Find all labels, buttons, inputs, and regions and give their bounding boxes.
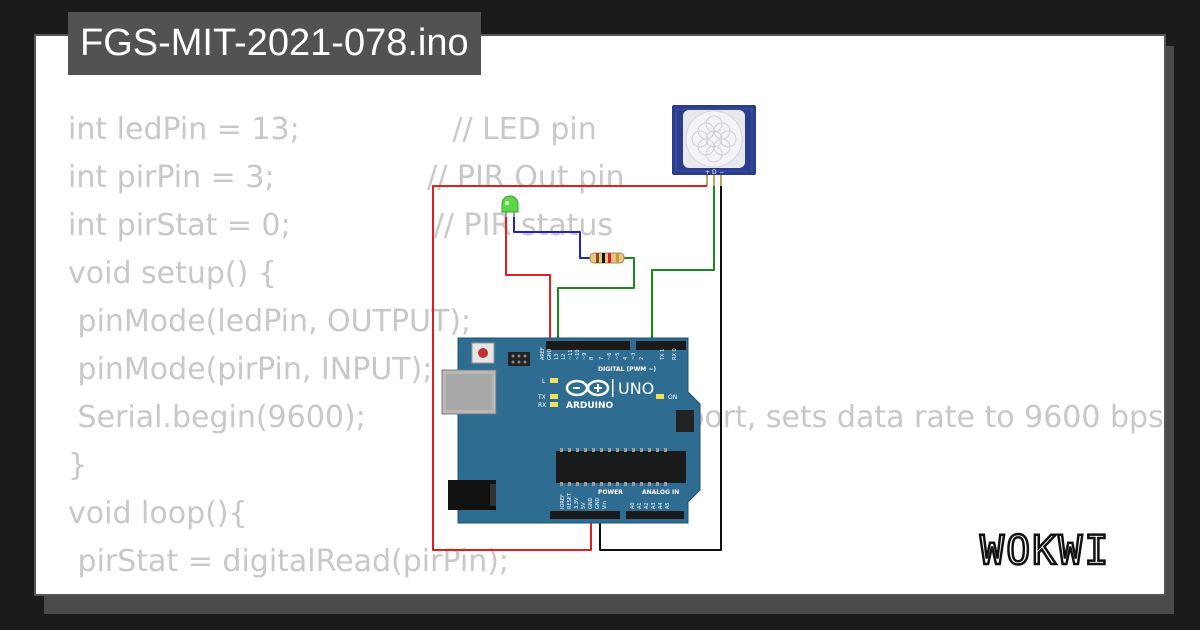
resistor[interactable] (589, 252, 625, 264)
pin-label: 7 (599, 357, 605, 360)
pin-label: 3.3V (574, 497, 580, 509)
led-rx-label: RX (538, 402, 546, 409)
code-line: pinMode(pirPin, INPUT); (68, 352, 433, 387)
pin-label: A3 (651, 502, 657, 509)
wire-blue (513, 215, 592, 259)
code-preview: int ledPin = 13; // LED pin int pirPin =… (68, 106, 1164, 594)
pin-label: ~6 (607, 353, 613, 360)
pin-label: ~10 (575, 349, 581, 360)
pin-label: GND (547, 348, 553, 360)
wokwi-logo: WOKWI (979, 527, 1110, 576)
pin-label: TX 1 (660, 349, 666, 361)
led-tx-label: TX (537, 394, 546, 401)
pin-label: GND (588, 497, 594, 509)
wire-green-pir (651, 186, 715, 342)
pin-label: ~3 (631, 353, 637, 360)
model-label: UNO (618, 379, 654, 398)
pin-label: 5V (581, 502, 587, 509)
code-line: int ledPin = 13; // LED pin (68, 112, 597, 147)
wire-red-5v (432, 185, 707, 551)
atmega-chip (556, 451, 686, 483)
wires (432, 185, 722, 551)
pin-label: RX 0 (672, 348, 678, 360)
wire-green-led (557, 257, 635, 342)
code-line: void loop(){ (68, 496, 248, 531)
pir-sensor[interactable]: + D − (672, 105, 756, 186)
wire-red-led (505, 215, 551, 342)
brand-label: ARDUINO (566, 401, 614, 411)
pin-label: ~5 (615, 353, 621, 360)
pir-pin-label: − (719, 169, 724, 176)
reset-button-cap[interactable] (478, 348, 488, 358)
pin-label: 8 (589, 357, 595, 360)
project-card[interactable]: int ledPin = 13; // LED pin int pirPin =… (34, 34, 1166, 596)
pir-pin-label: D (712, 169, 717, 176)
code-line: pinMode(ledPin, OUTPUT); (68, 304, 472, 339)
pin-label: Vin (602, 501, 608, 509)
pin-label: A2 (644, 502, 650, 509)
wire-black-gnd (599, 186, 722, 551)
pin-label: GND (595, 497, 601, 509)
code-line: if (pirStat == HIGH) { // if motion dete… (68, 586, 845, 594)
code-line: int pirStat = 0; // PIR status (68, 208, 614, 243)
arduino-uno[interactable]: L TX RX ON ARDUINO UNO DIGITAL (PWM ~) P… (441, 337, 701, 524)
green-led[interactable] (501, 195, 519, 217)
project-title: FGS-MIT-2021-078.ino (68, 12, 481, 75)
power-jack (448, 480, 496, 510)
pin-label: A1 (637, 502, 643, 509)
led-l-label: L (542, 378, 546, 385)
pin-label: AREF (540, 347, 546, 360)
pin-label: A0 (630, 502, 636, 509)
pin-label: RESET (567, 492, 573, 509)
arduino-logo-icon (565, 379, 610, 397)
pin-label: 13 (554, 354, 560, 360)
wokwi-logo-text: WOKWI (980, 528, 1110, 574)
pin-label: A5 (665, 502, 671, 509)
pin-label: 2 (639, 357, 645, 360)
analog-label: ANALOG IN (642, 489, 679, 496)
digital-label: DIGITAL (PWM ~) (598, 366, 656, 373)
pin-label: ~11 (568, 349, 574, 360)
code-line: int pirPin = 3; // PIR Out pin (68, 160, 625, 195)
code-line: } (68, 448, 88, 483)
code-line: void setup() { (68, 256, 277, 291)
pin-label: 12 (561, 354, 567, 360)
pir-pin-label: + (705, 169, 710, 176)
pin-label: ~9 (582, 353, 588, 360)
on-label: ON (668, 394, 677, 401)
pin-label: IOREF (560, 494, 566, 509)
power-label: POWER (598, 489, 623, 496)
pin-label: A4 (658, 502, 664, 509)
pin-label: 4 (623, 357, 629, 360)
